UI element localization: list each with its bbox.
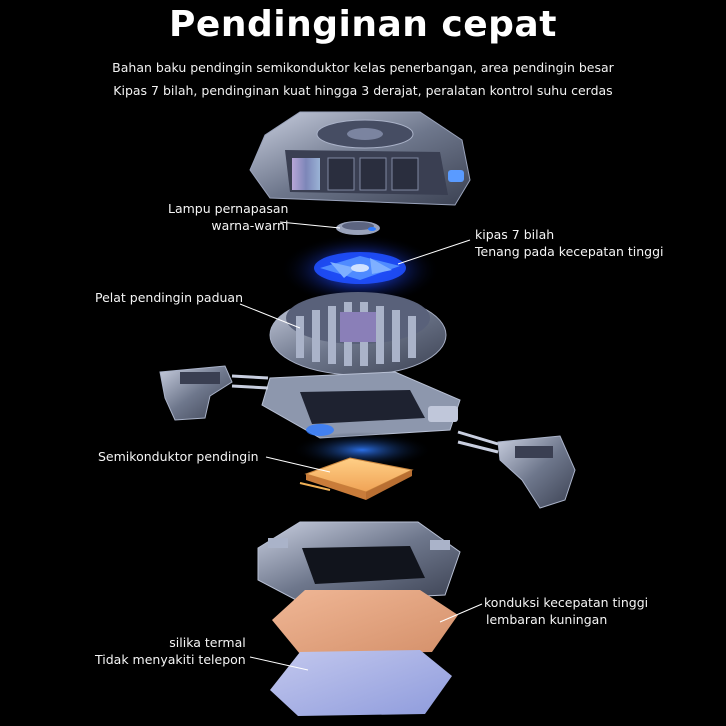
callout-semi-line1: Semikonduktor pendingin (98, 449, 259, 464)
callout-plate: Pelat pendingin paduan (95, 289, 243, 306)
leader-lines (239, 221, 483, 671)
callout-lamp-line2: warna-warni (211, 218, 289, 233)
callout-fan-line2: Tenang pada kecepatan tinggi (475, 244, 664, 259)
callout-copper-line1: konduksi kecepatan tinggi (484, 595, 649, 610)
callout-silica-line2: Tidak menyakiti telepon (95, 652, 246, 667)
seven-blade-fan (280, 234, 440, 306)
main-frame (261, 371, 461, 439)
callout-lamp-line1: Lampu pernapasan (168, 201, 289, 216)
page-title: Pendinginan cepat (169, 4, 557, 45)
callout-semi: Semikonduktor pendingin (98, 448, 259, 465)
callout-fan: kipas 7 bilah Tenang pada kecepatan ting… (475, 226, 664, 260)
fan-leader (397, 239, 471, 265)
lamp-leader (279, 221, 341, 229)
breathing-lamp (336, 221, 380, 235)
thermal-silica-pad (270, 650, 452, 716)
copper-leader (439, 603, 483, 623)
callout-silica: silika termal Tidak menyakiti telepon (95, 634, 246, 668)
bottom-frame (257, 521, 461, 603)
semi-leader (265, 456, 331, 473)
alloy-heatsink (269, 292, 447, 376)
silica-leader (249, 656, 309, 671)
peltier-chip (292, 432, 432, 500)
top-housing (249, 111, 471, 206)
subtitle-line-2: Kipas 7 bilah, pendinginan kuat hingga 3… (113, 83, 613, 98)
right-clamp (457, 430, 576, 509)
callout-lamp: Lampu pernapasan warna-warni (168, 200, 288, 234)
callout-copper-line2: lembaran kuningan (486, 612, 608, 627)
copper-sheet (272, 590, 458, 654)
callout-fan-line1: kipas 7 bilah (475, 227, 555, 242)
plate-leader (239, 303, 301, 329)
callout-copper: konduksi kecepatan tinggi lembaran kunin… (484, 594, 648, 628)
subtitle-line-1: Bahan baku pendingin semikonduktor kelas… (112, 60, 614, 75)
callout-silica-line1: silika termal (169, 635, 246, 650)
callout-plate-line1: Pelat pendingin paduan (95, 290, 244, 305)
left-clamp (159, 365, 269, 421)
